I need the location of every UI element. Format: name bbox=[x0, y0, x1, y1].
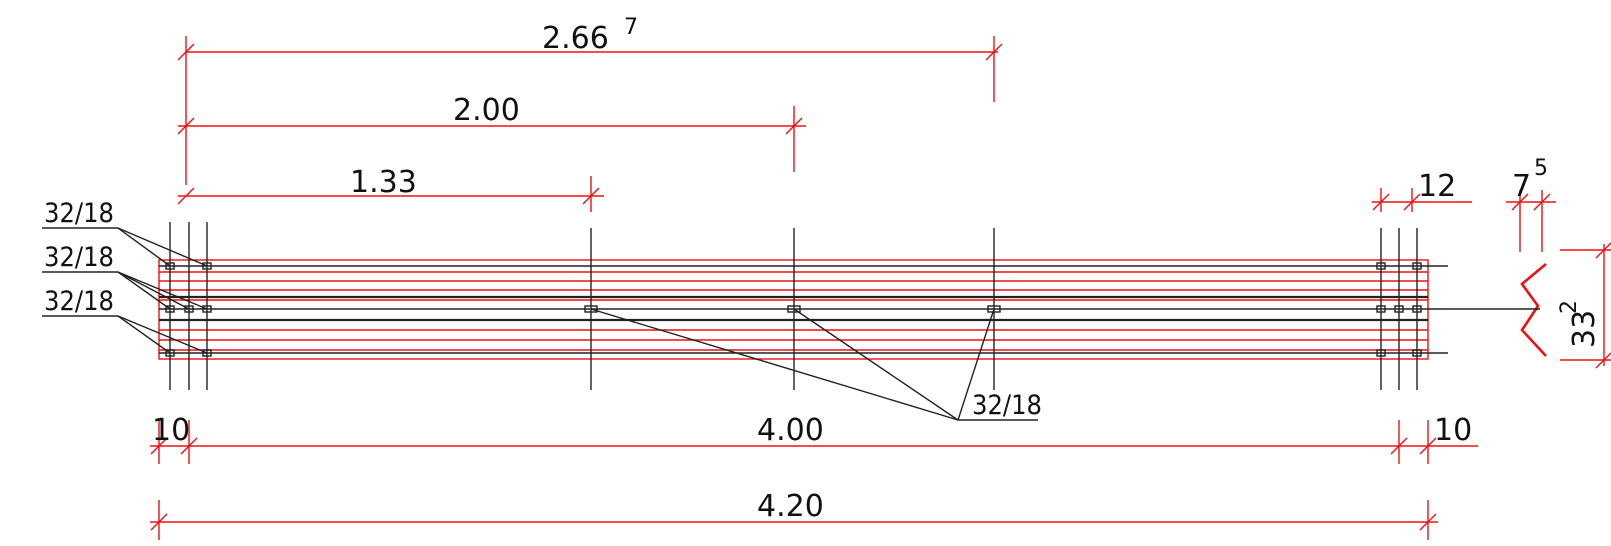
dimension-133: 1.33 bbox=[177, 165, 604, 212]
bottom-center-label: 32/18 bbox=[972, 390, 1042, 421]
left-leaders: 32/18 32/18 32/18 bbox=[42, 198, 208, 354]
dimension-2667-sup: 7 bbox=[624, 15, 638, 40]
dimension-2667-label: 2.66 bbox=[542, 21, 609, 56]
dimension-200-label: 2.00 bbox=[453, 93, 520, 128]
dimension-10-left-label: 10 bbox=[152, 413, 190, 448]
dimension-75-label: 7 bbox=[1512, 169, 1531, 204]
left-label-top: 32/18 bbox=[44, 198, 114, 229]
dimension-75-sup: 5 bbox=[1534, 156, 1548, 181]
left-label-bot: 32/18 bbox=[44, 286, 114, 317]
dimension-420-label: 4.20 bbox=[757, 489, 824, 524]
dimension-12-label: 12 bbox=[1418, 169, 1456, 204]
profile-section: 33 2 bbox=[1520, 242, 1611, 369]
dimension-200: 2.00 bbox=[177, 93, 806, 172]
dimension-75: 7 5 bbox=[1506, 156, 1556, 252]
dimension-400-label: 4.00 bbox=[757, 413, 824, 448]
dimension-10-right-label: 10 bbox=[1434, 413, 1472, 448]
dimension-133-label: 1.33 bbox=[350, 165, 417, 200]
dimension-332-label: 33 bbox=[1567, 310, 1602, 348]
dimension-bottom-row: 10 4.00 10 bbox=[150, 413, 1478, 464]
connector-boxes bbox=[165, 262, 1422, 357]
dimension-overall: 4.20 bbox=[150, 489, 1438, 540]
left-label-mid: 32/18 bbox=[44, 242, 114, 273]
dimension-2667: 2.66 7 bbox=[177, 15, 1003, 185]
beam-geometry bbox=[159, 222, 1540, 390]
dimension-12: 12 bbox=[1372, 169, 1472, 212]
dimension-332-sup: 2 bbox=[1557, 300, 1582, 314]
bottom-leader: 32/18 bbox=[590, 308, 1042, 421]
